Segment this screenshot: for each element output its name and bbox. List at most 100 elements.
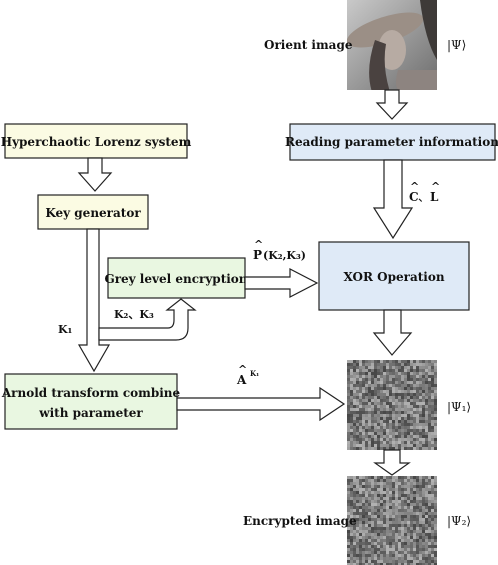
noise-pixel xyxy=(368,551,371,554)
noise-pixel xyxy=(389,396,392,399)
noise-pixel xyxy=(350,366,353,369)
noise-pixel xyxy=(431,521,434,524)
noise-pixel xyxy=(422,494,425,497)
noise-pixel xyxy=(365,500,368,503)
noise-pixel xyxy=(398,426,401,429)
noise-pixel xyxy=(389,390,392,393)
noise-pixel xyxy=(353,411,356,414)
noise-pixel xyxy=(389,479,392,482)
noise-pixel xyxy=(383,491,386,494)
noise-pixel xyxy=(347,557,350,560)
noise-pixel xyxy=(401,479,404,482)
noise-pixel xyxy=(359,497,362,500)
noise-pixel xyxy=(395,375,398,378)
noise-pixel xyxy=(395,441,398,444)
noise-pixel xyxy=(413,447,416,450)
noise-pixel xyxy=(350,429,353,432)
encrypted-image-2 xyxy=(347,476,437,565)
noise-pixel xyxy=(356,545,359,548)
noise-pixel xyxy=(410,527,413,530)
noise-pixel xyxy=(380,482,383,485)
noise-pixel xyxy=(371,476,374,479)
noise-pixel xyxy=(410,506,413,509)
noise-pixel xyxy=(380,426,383,429)
noise-pixel xyxy=(425,399,428,402)
noise-pixel xyxy=(425,393,428,396)
noise-pixel xyxy=(377,488,380,491)
noise-pixel xyxy=(413,429,416,432)
noise-pixel xyxy=(389,387,392,390)
noise-pixel xyxy=(386,360,389,363)
noise-pixel xyxy=(368,420,371,423)
noise-pixel xyxy=(431,432,434,435)
noise-pixel xyxy=(398,491,401,494)
noise-pixel xyxy=(359,435,362,438)
noise-pixel xyxy=(353,479,356,482)
noise-pixel xyxy=(389,521,392,524)
noise-pixel xyxy=(434,441,437,444)
noise-pixel xyxy=(416,518,419,521)
noise-pixel xyxy=(389,494,392,497)
orient-image xyxy=(347,0,437,90)
noise-pixel xyxy=(416,512,419,515)
noise-pixel xyxy=(347,375,350,378)
noise-pixel xyxy=(362,527,365,530)
noise-pixel xyxy=(422,435,425,438)
noise-pixel xyxy=(434,548,437,551)
noise-pixel xyxy=(407,560,410,563)
noise-pixel xyxy=(422,554,425,557)
noise-pixel xyxy=(434,503,437,506)
noise-pixel xyxy=(431,417,434,420)
noise-pixel xyxy=(425,500,428,503)
noise-pixel xyxy=(395,530,398,533)
noise-pixel xyxy=(404,545,407,548)
noise-pixel xyxy=(404,390,407,393)
noise-pixel xyxy=(419,491,422,494)
noise-pixel xyxy=(407,435,410,438)
noise-pixel xyxy=(431,360,434,363)
noise-pixel xyxy=(392,539,395,542)
noise-pixel xyxy=(377,402,380,405)
noise-pixel xyxy=(422,476,425,479)
noise-pixel xyxy=(404,405,407,408)
noise-pixel xyxy=(347,393,350,396)
noise-pixel xyxy=(410,488,413,491)
noise-pixel xyxy=(395,503,398,506)
noise-pixel xyxy=(425,408,428,411)
noise-pixel xyxy=(422,533,425,536)
noise-pixel xyxy=(356,539,359,542)
noise-pixel xyxy=(386,435,389,438)
noise-pixel xyxy=(347,402,350,405)
noise-pixel xyxy=(434,524,437,527)
noise-pixel xyxy=(347,503,350,506)
noise-pixel xyxy=(404,512,407,515)
noise-pixel xyxy=(380,432,383,435)
noise-pixel xyxy=(422,491,425,494)
noise-pixel xyxy=(419,360,422,363)
noise-pixel xyxy=(356,372,359,375)
noise-pixel xyxy=(386,521,389,524)
noise-pixel xyxy=(422,399,425,402)
noise-pixel xyxy=(347,563,350,565)
noise-pixel xyxy=(380,542,383,545)
noise-pixel xyxy=(359,417,362,420)
noise-pixel xyxy=(422,426,425,429)
noise-pixel xyxy=(386,423,389,426)
noise-pixel xyxy=(383,479,386,482)
noise-pixel xyxy=(401,506,404,509)
noise-pixel xyxy=(413,423,416,426)
noise-pixel xyxy=(398,494,401,497)
noise-pixel xyxy=(374,396,377,399)
noise-pixel xyxy=(419,485,422,488)
noise-pixel xyxy=(386,539,389,542)
noise-pixel xyxy=(356,381,359,384)
noise-pixel xyxy=(386,509,389,512)
noise-pixel xyxy=(416,551,419,554)
noise-pixel xyxy=(428,557,431,560)
noise-pixel xyxy=(383,375,386,378)
noise-pixel xyxy=(377,444,380,447)
noise-pixel xyxy=(368,515,371,518)
noise-pixel xyxy=(434,554,437,557)
noise-pixel xyxy=(374,530,377,533)
noise-pixel xyxy=(374,545,377,548)
